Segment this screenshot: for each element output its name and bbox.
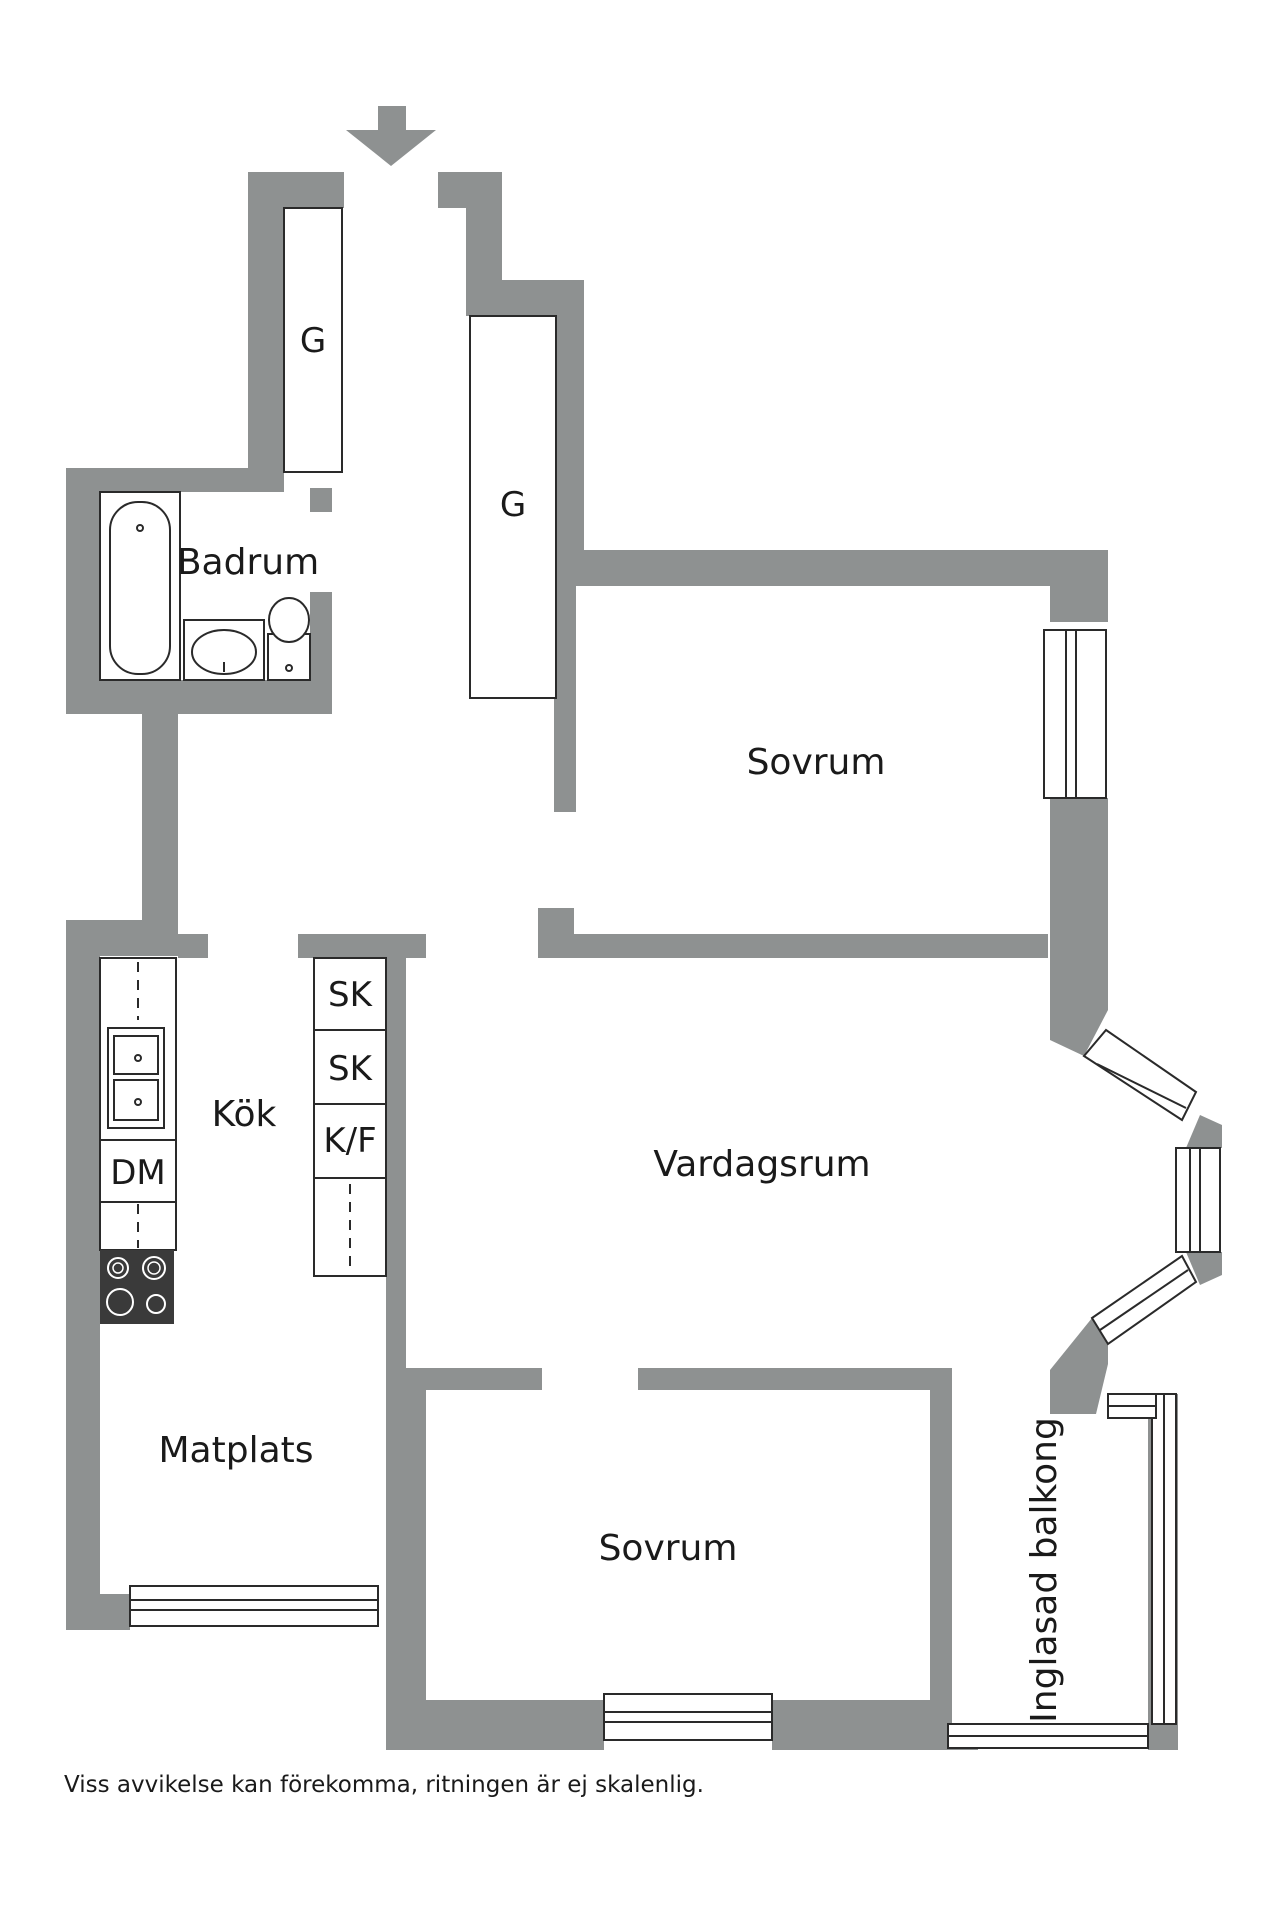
dm-label: DM <box>110 1153 166 1193</box>
room-balkong-label: Inglasad balkong <box>1024 1417 1065 1723</box>
room-kok-label: Kök <box>212 1094 277 1135</box>
wardrobes <box>283 207 557 699</box>
stove-icon <box>100 1250 174 1324</box>
kf-label: K/F <box>323 1121 376 1161</box>
window-balcony-top <box>1107 1393 1157 1419</box>
sk-1-label: SK <box>328 975 374 1015</box>
sk-2-label: SK <box>328 1049 374 1089</box>
window-bay-2 <box>1175 1147 1221 1253</box>
room-badrum-label: Badrum <box>177 542 319 583</box>
window-balcony-east <box>1151 1393 1177 1725</box>
room-sovrum-top-label: Sovrum <box>747 742 886 783</box>
window-bedroom-top <box>1043 629 1107 799</box>
bathroom-fixtures <box>99 491 311 681</box>
disclaimer-text: Viss avvikelse kan förekomma, ritningen … <box>64 1772 704 1798</box>
room-vardagsrum-label: Vardagsrum <box>653 1144 870 1185</box>
window-bay-1 <box>1082 1028 1198 1122</box>
window-bay-3 <box>1090 1254 1198 1346</box>
window-balcony-bottom <box>947 1723 1149 1749</box>
walls <box>66 172 1222 1750</box>
sink-icon <box>183 619 265 681</box>
wardrobe-right <box>469 315 557 699</box>
windows <box>129 629 1221 1749</box>
room-sovrum-bottom-label: Sovrum <box>599 1528 738 1569</box>
wardrobe-left <box>283 207 343 473</box>
toilet-icon <box>267 597 311 681</box>
kitchen-counter <box>99 957 177 1251</box>
window-bedroom-bottom <box>603 1693 773 1741</box>
wardrobe-left-label: G <box>300 321 326 361</box>
entrance-arrow-icon <box>346 106 436 166</box>
wardrobe-right-label: G <box>500 485 526 525</box>
window-kitchen <box>129 1585 379 1627</box>
sink-double-icon <box>107 1027 165 1129</box>
room-matplats-label: Matplats <box>158 1430 313 1471</box>
kitchen-units <box>313 957 387 1277</box>
